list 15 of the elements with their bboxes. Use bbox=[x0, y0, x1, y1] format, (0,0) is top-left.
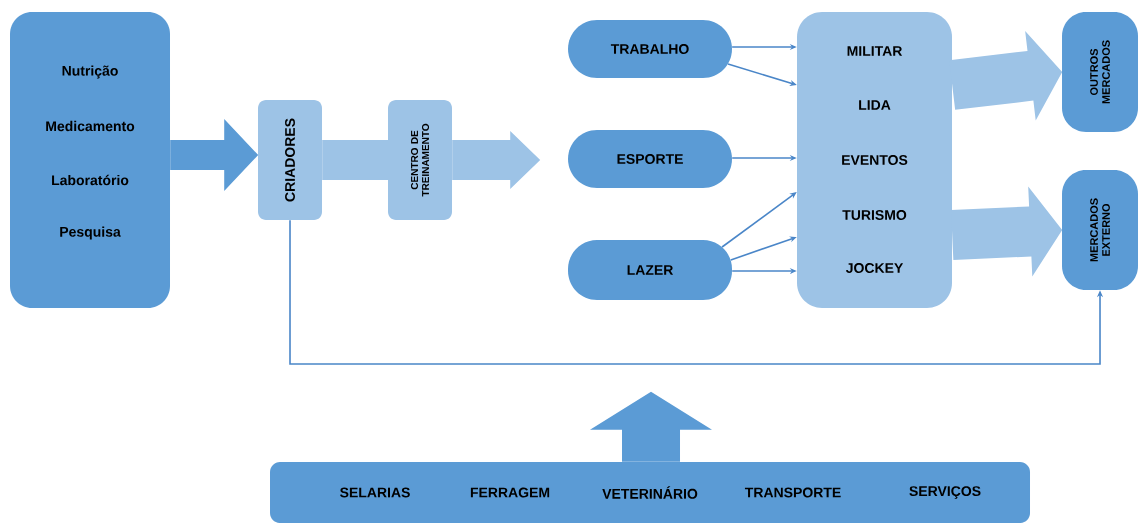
activity-pill: LAZER bbox=[568, 240, 732, 300]
arrow bbox=[721, 192, 797, 248]
block-arrow bbox=[170, 119, 259, 191]
process-box: Nutrição Medicamento Laboratório Pesquisa bbox=[10, 12, 170, 308]
block-arrow bbox=[590, 391, 712, 462]
market-box: OUTROS MERCADOS bbox=[1062, 12, 1138, 132]
block-arrow bbox=[951, 186, 1063, 277]
activity-pill: TRABALHO bbox=[568, 20, 732, 78]
block-arrow bbox=[452, 131, 541, 189]
connector-bar bbox=[322, 140, 389, 180]
block-arrow bbox=[949, 31, 1063, 121]
activity-pill: ESPORTE bbox=[568, 130, 732, 188]
process-box: MILITAR LIDA EVENTOS TURISMO JOCKEY bbox=[797, 12, 952, 308]
market-box: MERCADOS EXTERNO bbox=[1062, 170, 1138, 290]
sector-bar: SELARIAS FERRAGEM VETERINÁRIO TRANSPORTE SERVIÇOS bbox=[270, 462, 1030, 523]
